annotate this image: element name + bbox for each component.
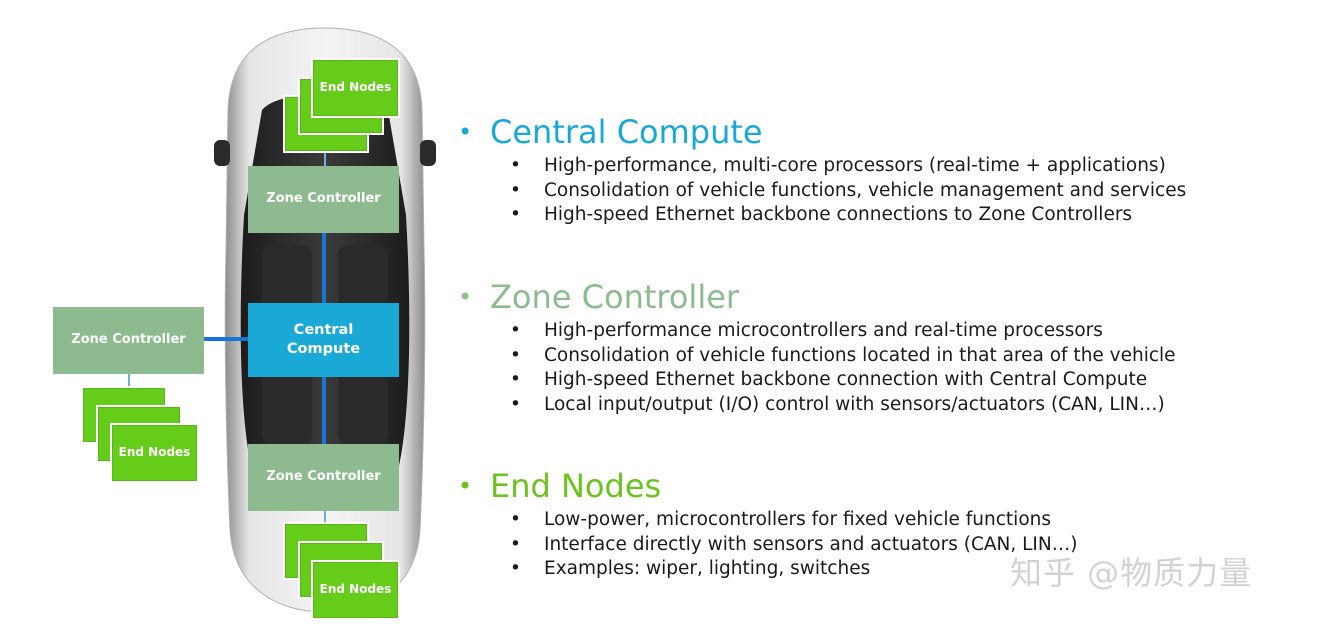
side-mirror-right	[420, 140, 436, 166]
section-central-compute-list: High-performance, multi-core processors …	[458, 154, 1186, 228]
zone-controller-left-label: Zone Controller	[71, 332, 186, 348]
section-end-nodes: •End Nodes Low-power, microcontrollers f…	[458, 468, 1077, 582]
zone-controller-bottom-label: Zone Controller	[266, 469, 381, 485]
end-nodes-bottom-label: End Nodes	[319, 582, 392, 597]
section-end-nodes-title: •End Nodes	[458, 467, 662, 505]
backbone-line-upper	[322, 232, 326, 304]
section-end-nodes-list: Low-power, microcontrollers for fixed ve…	[458, 508, 1077, 582]
list-item: High-speed Ethernet backbone connection …	[458, 368, 1176, 393]
backbone-line-left	[204, 337, 250, 341]
end-nodes-left: End Nodes	[110, 423, 199, 483]
end-nodes-left-label: End Nodes	[118, 445, 191, 460]
list-item: High-performance, multi-core processors …	[458, 154, 1186, 179]
list-item: Interface directly with sensors and actu…	[458, 533, 1077, 558]
end-nodes-top-label: End Nodes	[319, 80, 392, 95]
zone-controller-left: Zone Controller	[53, 307, 204, 374]
backbone-line-lower	[322, 376, 326, 446]
section-zone-controller-title: •Zone Controller	[458, 278, 740, 316]
link-bottom-end-nodes	[324, 510, 326, 524]
zone-controller-top-label: Zone Controller	[266, 191, 381, 207]
end-nodes-top: End Nodes	[311, 58, 400, 118]
zone-controller-bottom: Zone Controller	[248, 444, 399, 511]
zone-controller-top: Zone Controller	[248, 166, 399, 233]
section-zone-controller-list: High-performance microcontrollers and re…	[458, 319, 1176, 417]
side-mirror-left	[214, 140, 230, 166]
list-item: High-performance microcontrollers and re…	[458, 319, 1176, 344]
central-compute-box: Central Compute	[248, 303, 399, 377]
watermark: 知乎 @物质力量	[1010, 554, 1253, 592]
list-item: Low-power, microcontrollers for fixed ve…	[458, 508, 1077, 533]
section-central-compute-title: •Central Compute	[458, 113, 763, 151]
section-zone-controller: •Zone Controller High-performance microc…	[458, 279, 1176, 417]
end-nodes-bottom: End Nodes	[311, 560, 400, 620]
list-item: Consolidation of vehicle functions locat…	[458, 344, 1176, 369]
link-left-end-nodes	[128, 374, 130, 388]
central-compute-label: Central Compute	[286, 322, 361, 357]
list-item: High-speed Ethernet backbone connections…	[458, 203, 1186, 228]
link-top-end-nodes	[324, 144, 326, 168]
list-item: Examples: wiper, lighting, switches	[458, 557, 1077, 582]
section-central-compute: •Central Compute High-performance, multi…	[458, 114, 1186, 228]
list-item: Local input/output (I/O) control with se…	[458, 393, 1176, 418]
list-item: Consolidation of vehicle functions, vehi…	[458, 179, 1186, 204]
